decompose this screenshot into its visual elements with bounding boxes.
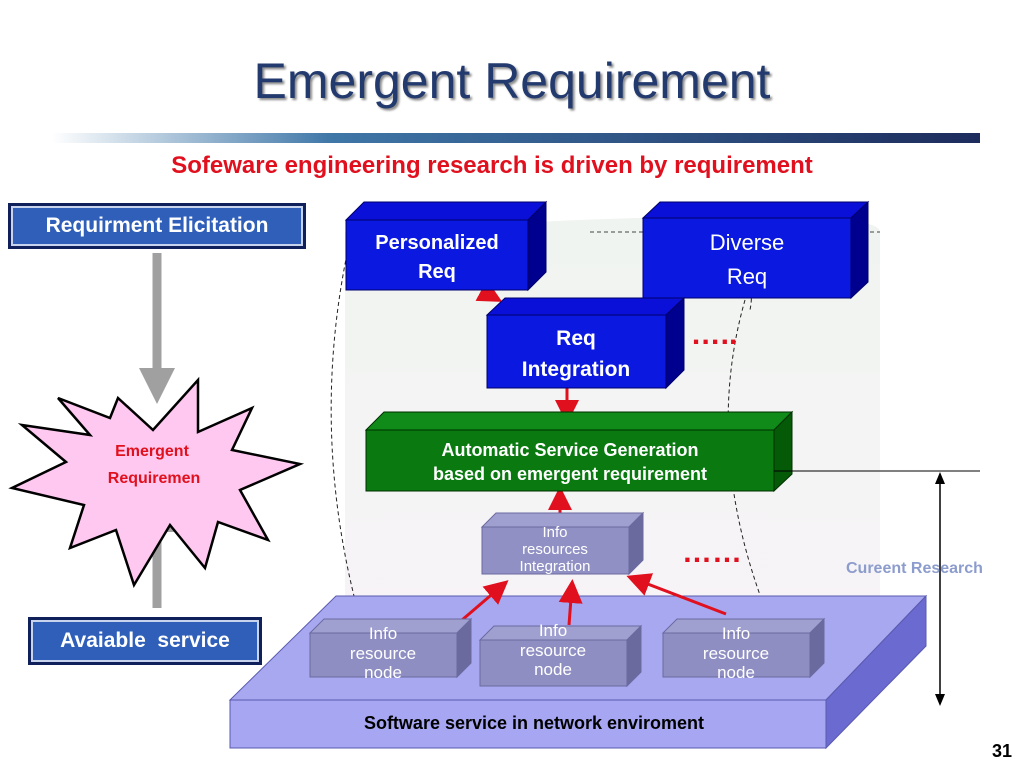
personalized-req-line2: Req: [418, 261, 456, 283]
node-left-line2: resource: [350, 644, 416, 663]
info-resource-node-right: Info resource node: [661, 617, 826, 682]
emergent-starburst: [8, 376, 305, 588]
info-integration-line3: Integration: [520, 558, 591, 575]
node-center-line1: Info: [539, 621, 567, 640]
current-research-label: Cureent Research: [846, 560, 983, 577]
req-integration-box: Req Integration: [485, 296, 686, 390]
star-label-line2: Requiremen: [108, 470, 200, 487]
slide-subtitle: Sofeware engineering research is driven …: [171, 152, 813, 179]
star-label-line1: Emergent: [115, 443, 189, 460]
node-right-line1: Info: [722, 624, 750, 643]
node-right-arrow: [626, 573, 727, 616]
slide-title: Emergent Requirement: [253, 53, 771, 109]
node-left-arrow: [461, 580, 509, 622]
platform-label: Software service in network enviroment: [364, 713, 704, 733]
available-service-box: Avaiable service: [28, 617, 262, 665]
info-resources-integration-box: Info resources Integration: [480, 511, 645, 576]
personalized-req-line1: Personalized: [375, 232, 498, 254]
req-integration-line2: Integration: [522, 358, 631, 381]
info-integration-line1: Info: [542, 524, 567, 541]
personalized-req-box: Personalized Req: [344, 200, 548, 292]
node-left-line3: node: [364, 663, 402, 682]
node-center-line3: node: [534, 660, 572, 679]
info-resource-node-center: Info resource node: [478, 621, 643, 688]
requirement-elicitation-label: Requirment Elicitation: [45, 214, 269, 237]
ellipsis-upper: …..: [691, 318, 738, 351]
node-center-arrow: [558, 579, 583, 626]
diverse-req-line2: Req: [727, 264, 767, 289]
diverse-req-line1: Diverse: [710, 230, 785, 255]
personalized-arrow: [475, 279, 503, 302]
node-right-line2: resource: [703, 644, 769, 663]
generation-line1: Automatic Service Generation: [441, 440, 698, 460]
node-left-line1: Info: [369, 624, 397, 643]
node-right-line3: node: [717, 663, 755, 682]
available-service-label: Avaiable service: [60, 629, 230, 652]
req-integration-line1: Req: [556, 327, 596, 350]
requirement-elicitation-box: Requirment Elicitation: [8, 203, 306, 249]
node-center-line2: resource: [520, 641, 586, 660]
info-resource-node-left: Info resource node: [308, 617, 473, 682]
ellipsis-lower: ……: [682, 536, 742, 569]
automatic-service-generation-box: Automatic Service Generation based on em…: [364, 410, 794, 493]
bracket-arrow-top: [935, 472, 945, 484]
title-divider: [52, 133, 980, 143]
info-integration-line2: resources: [522, 541, 588, 558]
bracket-arrow-bottom: [935, 694, 945, 706]
generation-line2: based on emergent requirement: [433, 464, 707, 484]
diverse-req-box: Diverse Req: [641, 200, 870, 300]
page-number: 31: [991, 741, 1012, 761]
